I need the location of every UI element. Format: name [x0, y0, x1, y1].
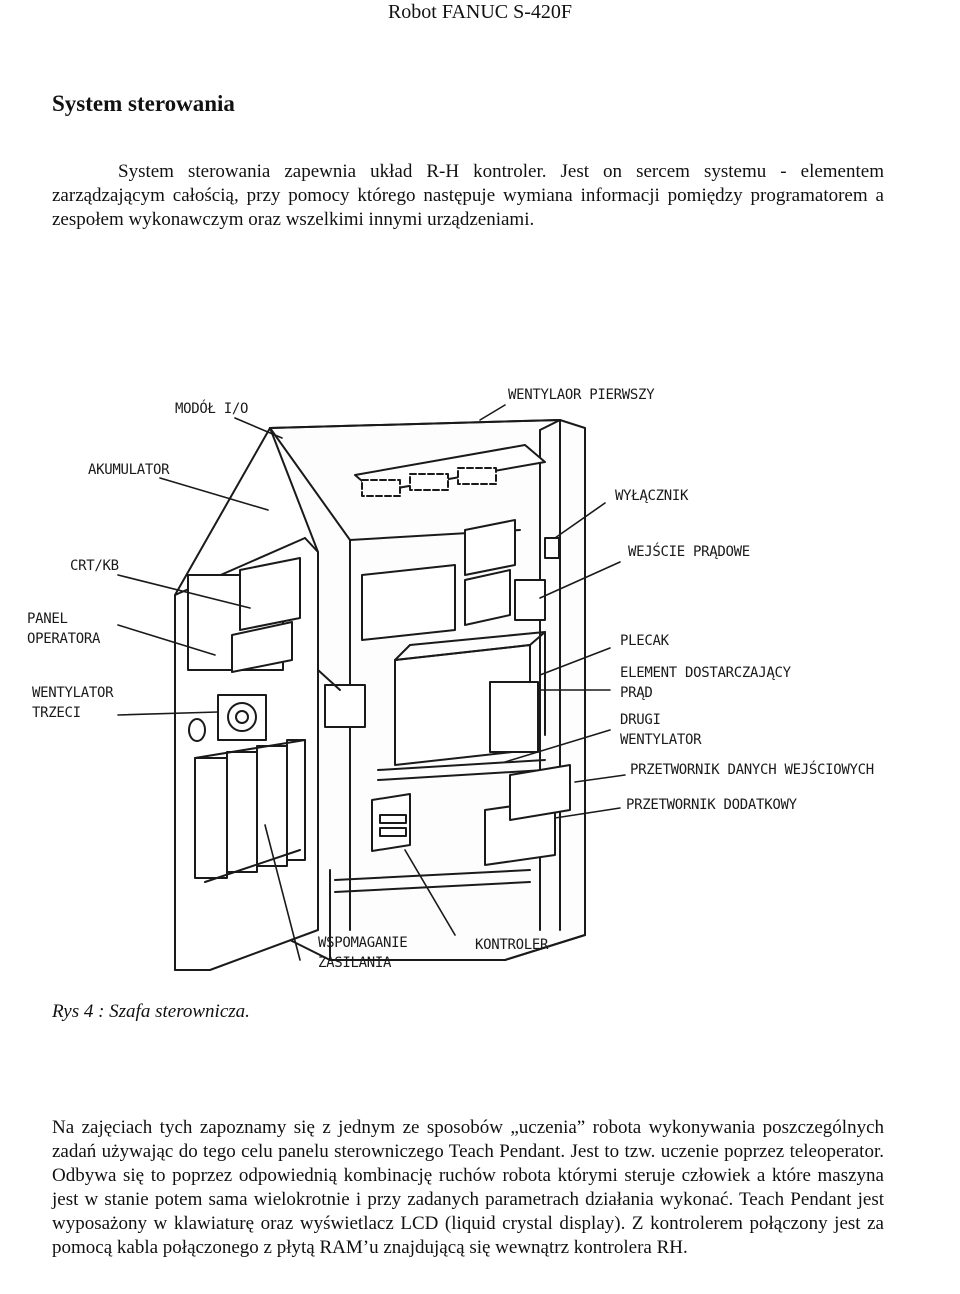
label-plecak: PLECAK [620, 633, 670, 649]
cabinet-door [174, 427, 366, 971]
control-cabinet-figure: MODÓŁ I/O AKUMULATOR CRT/KB PANEL OPERAT… [0, 370, 960, 1000]
label-przetwornik-danych: PRZETWORNIK DANYCH WEJŚCIOWYCH [630, 760, 874, 778]
label-element-1: ELEMENT DOSTARCZAJĄCY [620, 665, 792, 681]
label-przetwornik-dodatkowy: PRZETWORNIK DODATKOWY [626, 797, 798, 813]
label-element-2: PRĄD [620, 685, 653, 701]
top-fan-unit [354, 444, 546, 497]
label-wspomaganie-1: WSPOMAGANIE [318, 935, 407, 951]
body-paragraph: Na zajęciach tych zapoznamy się z jednym… [52, 1117, 884, 1258]
label-kontroler: KONTROLER [475, 937, 549, 953]
label-akumulator: AKUMULATOR [88, 462, 170, 478]
internal-components [361, 519, 571, 866]
label-panel-2: OPERATORA [27, 631, 101, 647]
label-wejscie-pradowe: WEJŚCIE PRĄDOWE [628, 542, 750, 560]
section-title: System sterowania [52, 91, 235, 116]
label-modul-io: MODÓŁ I/O [175, 399, 248, 417]
control-cabinet-drawing: MODÓŁ I/O AKUMULATOR CRT/KB PANEL OPERAT… [27, 387, 874, 971]
label-wentylator-pierwszy: WENTYLAOR PIERWSZY [508, 387, 655, 403]
label-panel-1: PANEL [27, 611, 68, 627]
label-crt-kb: CRT/KB [70, 558, 119, 574]
label-drugi-1: DRUGI [620, 712, 661, 728]
label-wspomaganie-2: ZASILANIA [318, 955, 392, 971]
label-wentylator-trzeci-1: WENTYLATOR [32, 685, 114, 701]
label-drugi-2: WENTYLATOR [620, 732, 702, 748]
leader-lines [117, 404, 626, 961]
intro-paragraph: System sterowania zapewnia układ R-H kon… [52, 161, 884, 230]
figure-labels: MODÓŁ I/O AKUMULATOR CRT/KB PANEL OPERAT… [27, 387, 874, 971]
page-header: Robot FANUC S-420F [387, 1, 573, 23]
figure-caption: Rys 4 : Szafa sterownicza. [52, 1001, 250, 1022]
label-wentylator-trzeci-2: TRZECI [32, 705, 81, 721]
label-wylacznik: WYŁĄCZNIK [615, 488, 689, 504]
